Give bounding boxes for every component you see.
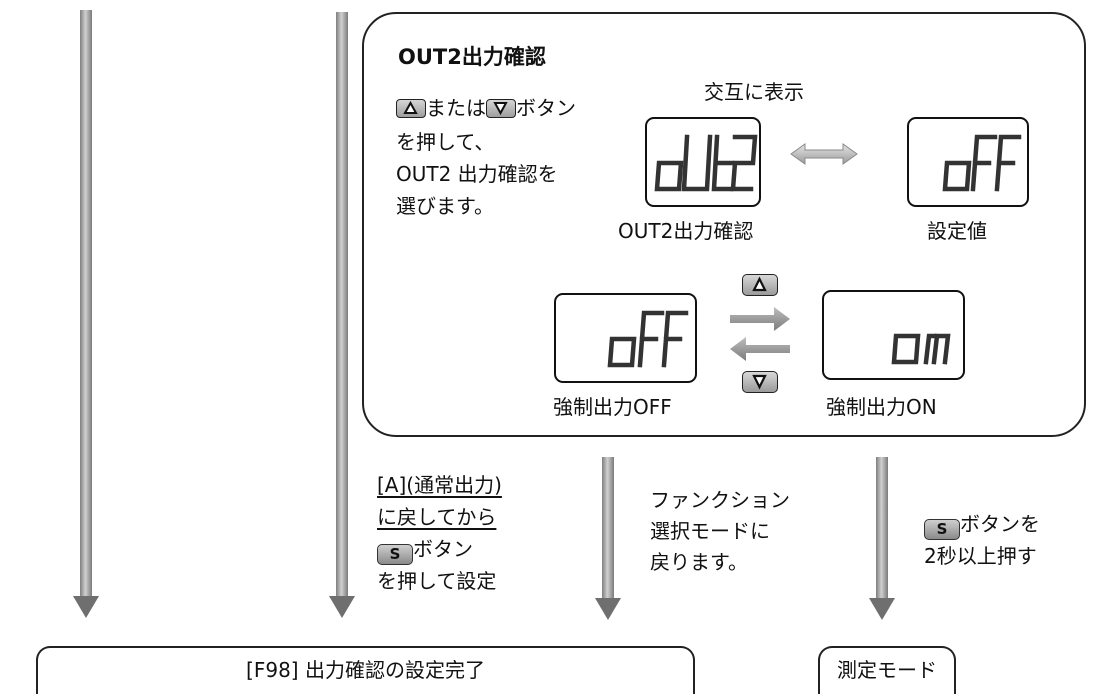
note-a-line-1: [A](通常出力): [377, 473, 502, 497]
out2-output-check-panel: [362, 12, 1086, 437]
setting-complete-label: [F98] 出力確認の設定完了: [246, 658, 485, 682]
caption-forced-output-on: 強制出力ON: [826, 395, 937, 419]
lcd-forced-off-segments: [607, 310, 689, 368]
measurement-mode-box: 測定モード: [818, 646, 956, 694]
note-b-line-2: 選択モードに: [650, 519, 770, 543]
caption-forced-output-off: 強制出力OFF: [553, 395, 672, 419]
flow-arrow-measure-head: [869, 598, 895, 620]
lcd-display-forced-off: [554, 293, 697, 383]
note-a-line-2: に戻してから: [377, 505, 497, 529]
flow-arrow-measure-shaft: [876, 457, 888, 600]
lcd-value-segments: [942, 134, 1022, 192]
alternate-arrow-icon: [790, 143, 858, 165]
instruction-line-4: 選びます。: [396, 194, 494, 218]
lcd-out2-segments: [654, 134, 758, 192]
flow-arrow-left-head: [73, 596, 99, 618]
lcd-display-out2: [645, 117, 761, 207]
up-key-icon: [742, 274, 778, 296]
flow-arrow-return-shaft: [602, 457, 614, 600]
up-triangle-key-icon: [396, 99, 426, 118]
flow-arrow-return-head: [595, 598, 621, 620]
flow-arrow-center-head: [329, 596, 355, 618]
s-button-icon: S: [377, 544, 413, 565]
measurement-mode-label: 測定モード: [837, 658, 937, 682]
note-b-line-3: 戻ります。: [650, 550, 748, 574]
down-key-icon: [742, 371, 778, 393]
lcd-forced-on-segments: [891, 333, 951, 365]
caption-set-value: 設定値: [927, 219, 987, 243]
setting-complete-box: [F98] 出力確認の設定完了: [36, 646, 695, 694]
s-button-icon: S: [924, 519, 960, 540]
flow-arrow-left-shaft: [80, 10, 92, 598]
panel-title: OUT2出力確認: [398, 45, 546, 69]
lcd-display-forced-on: [822, 290, 965, 380]
note-c-line-2: 2秒以上押す: [924, 544, 1037, 568]
flow-arrow-center-shaft: [336, 12, 348, 598]
instruction-line-1: または ボタン: [396, 96, 576, 120]
note-a-line-4: を押して設定: [377, 569, 497, 593]
instruction-line-3: OUT2 出力確認を: [396, 162, 558, 186]
instruction-line-2: を押して、: [396, 130, 495, 154]
down-triangle-key-icon: [486, 99, 516, 118]
lcd-display-value: [907, 117, 1029, 207]
alternate-display-label: 交互に表示: [704, 80, 804, 104]
note-b-line-1: ファンクション: [650, 488, 790, 512]
toggle-arrows-icon: [730, 307, 790, 361]
caption-out2-output-check: OUT2出力確認: [618, 219, 754, 243]
